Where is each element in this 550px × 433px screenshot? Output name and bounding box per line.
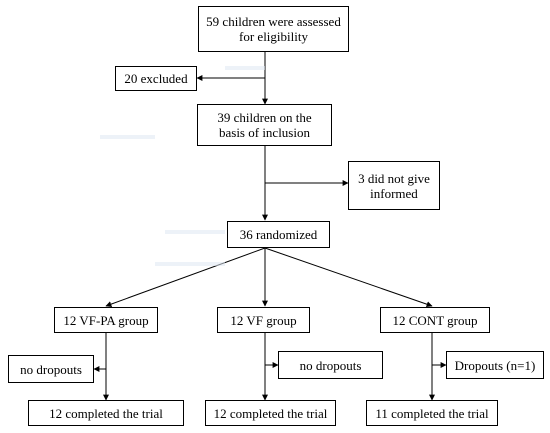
group-vf-dropouts-label: no dropouts xyxy=(299,357,362,373)
group-cont-label: 12 CONT group xyxy=(392,312,478,328)
group-vfpa-dropouts-box: no dropouts xyxy=(8,355,94,383)
not-informed-line1: 3 did not give xyxy=(358,170,430,186)
excluded-label: 20 excluded xyxy=(124,71,188,86)
ghost-mark xyxy=(155,262,225,266)
assessed-line2: for eligibility xyxy=(239,29,308,44)
group-vf-completed-label: 12 completed the trial xyxy=(213,405,328,421)
group-vfpa-completed-box: 12 completed the trial xyxy=(28,400,184,426)
inclusion-line1: 39 children on the xyxy=(217,110,312,125)
group-cont-box: 12 CONT group xyxy=(380,307,490,333)
group-vfpa-label: 12 VF-PA group xyxy=(63,312,149,328)
randomized-box: 36 randomized xyxy=(227,221,330,248)
connector-to-group-cont xyxy=(264,247,433,308)
inclusion-box: 39 children on the basis of inclusion xyxy=(197,104,332,146)
group-vfpa-box: 12 VF-PA group xyxy=(54,307,158,333)
group-vfpa-dropouts-label: no dropouts xyxy=(20,361,82,377)
excluded-box: 20 excluded xyxy=(115,66,197,91)
ghost-mark xyxy=(225,66,265,70)
group-vf-label: 12 VF group xyxy=(230,312,297,328)
group-cont-dropouts-label: Dropouts (n=1) xyxy=(454,357,536,373)
assessed-line1: 59 children were assessed xyxy=(206,14,341,29)
group-vfpa-completed-label: 12 completed the trial xyxy=(49,405,163,421)
group-vf-box: 12 VF group xyxy=(217,307,310,333)
group-cont-completed-box: 11 completed the trial xyxy=(366,400,498,426)
inclusion-line2: basis of inclusion xyxy=(218,125,310,140)
assessed-box: 59 children were assessed for eligibilit… xyxy=(198,6,349,52)
not-informed-line2: informed xyxy=(370,185,418,201)
group-vf-dropouts-box: no dropouts xyxy=(278,351,383,379)
not-informed-box: 3 did not give informed xyxy=(348,161,440,210)
connector-to-group-vfpa xyxy=(105,247,266,307)
group-cont-dropouts-box: Dropouts (n=1) xyxy=(446,351,544,379)
ghost-mark xyxy=(165,230,225,234)
ghost-mark xyxy=(100,135,155,139)
group-vf-completed-box: 12 completed the trial xyxy=(205,400,336,426)
group-cont-completed-label: 11 completed the trial xyxy=(375,405,489,421)
randomized-label: 36 randomized xyxy=(239,227,318,242)
